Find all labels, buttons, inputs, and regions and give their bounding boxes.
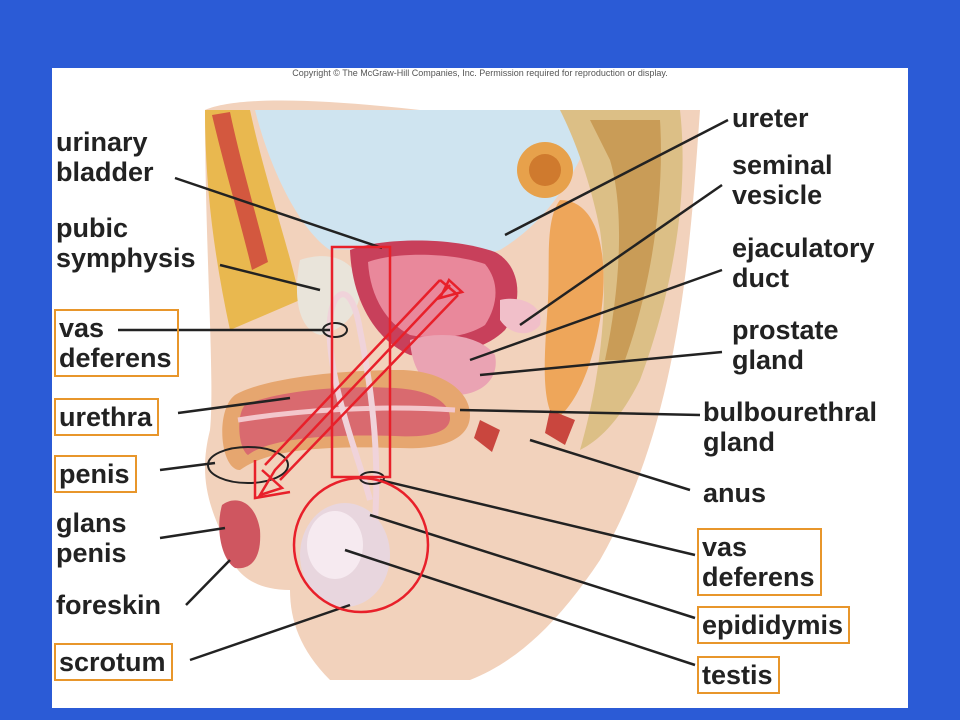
label-anus: anus xyxy=(703,478,767,508)
label-pubic-symphysis: pubic symphysis xyxy=(56,213,196,273)
leader-lines xyxy=(118,118,729,667)
label-foreskin: foreskin xyxy=(56,590,162,620)
label-ureter: ureter xyxy=(732,103,809,133)
seminal-vesicle xyxy=(500,298,541,334)
label-glans-penis: glans penis xyxy=(56,508,127,568)
glans xyxy=(219,500,261,569)
anal-sphincter-2 xyxy=(545,410,575,445)
bladder-lumen xyxy=(368,254,496,338)
vas-deferens-path xyxy=(326,291,380,521)
penis-loop xyxy=(207,446,289,484)
label-seminal-vesicle: seminal vesicle xyxy=(732,150,833,210)
pubic-bone xyxy=(296,256,361,335)
red-arrow xyxy=(257,277,465,498)
red-arrow-shaft xyxy=(253,279,459,500)
label-urethra: urethra xyxy=(54,398,160,436)
rectus-muscle xyxy=(212,112,268,270)
red-highlight-circle xyxy=(292,476,430,614)
label-prostate-gland: prostate gland xyxy=(732,315,839,375)
label-ejaculatory-duct: ejaculatory duct xyxy=(732,233,875,293)
label-vas-deferens-left: vas deferens xyxy=(54,309,179,377)
label-bulbourethral-gland: bulbourethral gland xyxy=(703,397,877,457)
vas-deferens-loop xyxy=(322,322,348,338)
sacrum-inner xyxy=(590,120,661,360)
label-penis: penis xyxy=(54,455,137,493)
label-vas-deferens-right: vas deferens xyxy=(697,528,822,596)
label-testis: testis xyxy=(697,656,780,694)
peritoneal-cavity xyxy=(255,110,600,258)
label-scrotum: scrotum xyxy=(54,643,173,681)
copyright-notice: Copyright © The McGraw-Hill Companies, I… xyxy=(292,68,668,78)
label-urinary-bladder: urinary bladder xyxy=(56,127,154,187)
anal-sphincter-1 xyxy=(474,420,500,452)
label-epididymis: epididymis xyxy=(697,606,851,644)
